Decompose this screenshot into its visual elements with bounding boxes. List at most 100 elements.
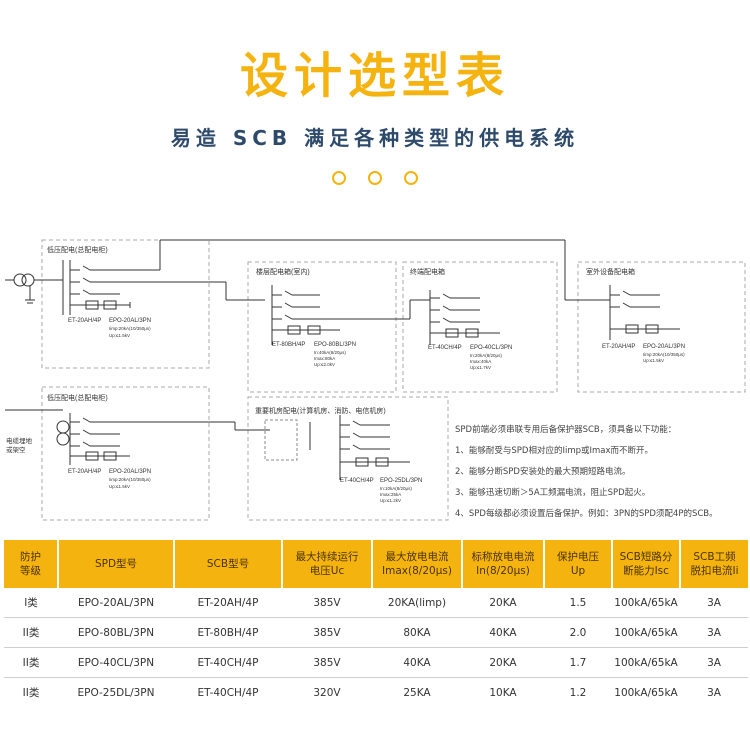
spec-label: In:40kA(8/20μs) <box>314 350 346 355</box>
decorative-dots <box>0 170 750 189</box>
table-cell: 80KA <box>372 617 462 648</box>
table-cell: 100kA/65kA <box>612 617 680 648</box>
note-item: 3、能够迅速切断＞5A工频漏电流，阻止SPD起火。 <box>455 488 651 498</box>
breaker-label: ET-20AH/4P <box>68 469 101 475</box>
header-cell: 防护等级 <box>4 540 58 588</box>
cable-label: 电缆埋地 <box>6 436 33 445</box>
panel-title: 室外设备配电箱 <box>586 267 635 276</box>
table-cell: 20KA <box>462 647 544 678</box>
spd-label: EPO-80BL/3PN <box>314 342 356 348</box>
header-cell: SPD型号 <box>57 540 174 588</box>
spd-label: EPO-20AL/3PN <box>109 318 151 324</box>
cable-label: 或架空 <box>6 445 26 454</box>
table-cell: 25KA <box>403 686 431 699</box>
table-cell: EPO-25DL/3PN <box>77 686 155 699</box>
panel-box-6 <box>247 396 449 521</box>
circle-dot-icon <box>404 171 418 185</box>
spec-label: Imax:40kA <box>470 359 491 364</box>
spd-label: EPO-40CL/3PN <box>470 345 512 351</box>
page-subtitle: 易造 SCB 满足各种类型的供电系统 <box>170 126 580 150</box>
spd-notes: SPD前端必须串联专用后备保护器SCB，须具备以下功能： 1、能够耐受与SPD相… <box>455 420 750 525</box>
table-cell: II类 <box>4 617 58 648</box>
table-cell: 10KA <box>489 686 517 699</box>
table-cell: 100kA/65kA <box>612 588 680 618</box>
table-cell: 100kA/65kA <box>612 647 680 678</box>
spec-label: Iimp:20kA(10/350μs) <box>643 352 685 357</box>
panel-title: 楼层配电箱(室内) <box>256 267 310 276</box>
table-cell: 1.7 <box>544 647 612 678</box>
panel-box-1 <box>41 239 210 369</box>
table-cell: 3A <box>707 686 721 699</box>
spec-label: Iimp:20kA(10/350μs) <box>109 326 151 331</box>
table-cell: II类 <box>22 687 40 699</box>
table-cell: 385V <box>282 588 372 618</box>
table-cell: 2.0 <box>544 617 612 648</box>
table-cell: EPO-40CL/3PN <box>58 647 174 678</box>
panel-box-2 <box>247 261 397 393</box>
table-cell: 20KA <box>462 588 544 618</box>
spec-label: Up:≤1.2kV <box>380 498 401 503</box>
panel-title: 低压配电(总配电柜) <box>47 245 108 254</box>
notes-intro: SPD前端必须串联专用后备保护器SCB，须具备以下功能： <box>455 425 677 435</box>
wiring-diagram: 低压配电(总配电柜) 楼层配电箱(室内) 终端配电箱 室外设备配电箱 低压配电(… <box>5 239 746 521</box>
spec-label: Up:≤1.5kV <box>109 484 130 489</box>
panel-box-5 <box>41 386 210 521</box>
spec-label: Imax:80kA <box>314 356 335 361</box>
table-cell: ET-80BH/4P <box>174 617 282 648</box>
table-cell: EPO-20AL/3PN <box>58 588 174 618</box>
table-cell: 3A <box>680 617 748 648</box>
breaker-label: ET-20AH/4P <box>68 318 101 324</box>
panel-box-4 <box>577 261 746 393</box>
header-cell: SCB型号 <box>173 540 282 588</box>
table-cell: 3A <box>680 588 748 618</box>
table-cell: 1.5 <box>544 588 612 618</box>
spd-label: EPO-20AL/3PN <box>643 344 685 350</box>
spec-label: Imax:25kA <box>380 492 401 497</box>
panel-title: 低压配电(总配电柜) <box>47 393 108 402</box>
breaker-label: ET-40CH/4P <box>340 478 374 484</box>
page-title: 设计选型表 <box>239 48 510 104</box>
header-cell: 最大持续运行电压Uc <box>281 540 372 588</box>
breaker-label: ET-80BH/4P <box>272 342 305 348</box>
spd-label: EPO-20AL/3PN <box>109 469 151 475</box>
table-cell: ET-20AH/4P <box>174 588 282 618</box>
table-cell: 385V <box>282 647 372 678</box>
spec-label: In:10kA(8/20μs) <box>380 486 412 491</box>
table-row: II类 EPO-25DL/3PN ET-40CH/4P 320V 25KA 10KA 1.2… <box>4 678 748 708</box>
table-cell: ET-40CH/4P <box>174 647 282 678</box>
spec-label: Up:≤2.0kV <box>314 362 335 367</box>
breaker-label: ET-20AH/4P <box>602 344 635 350</box>
note-item: 1、能够耐受与SPD相对应的Iimp或Imax而不断开。 <box>455 446 654 456</box>
table-cell: 100kA/65kA <box>614 686 678 699</box>
table-cell: 40KA <box>462 617 544 648</box>
panel-box-3 <box>402 261 558 393</box>
panel-title: 重要机房配电(计算机房、消防、电信机房) <box>255 406 386 415</box>
table-cell: II类 <box>4 647 58 678</box>
table-cell: I类 <box>4 588 58 618</box>
header-cell: SCB工频脱扣电流Ii <box>679 540 748 588</box>
table-cell: 1.2 <box>569 686 587 699</box>
spd-label: EPO-25DL/3PN <box>380 478 422 484</box>
table-cell: 320V <box>313 686 341 699</box>
spec-label: Up:≤1.7kV <box>470 365 491 370</box>
table-cell: 385V <box>282 617 372 648</box>
note-item: 2、能够分断SPD安装处的最大预期短路电流。 <box>455 467 631 477</box>
table-cell: 3A <box>680 647 748 678</box>
table-cell: ET-40CH/4P <box>197 686 259 699</box>
spec-label: In:20kA(8/20μs) <box>470 353 502 358</box>
panel-title: 终端配电箱 <box>410 267 445 276</box>
circle-dot-icon <box>368 171 382 185</box>
spec-label: Up:≤1.5kV <box>643 358 664 363</box>
table-cell: EPO-80BL/3PN <box>58 617 174 648</box>
spec-label: Iimp:20kA(10/350μs) <box>109 477 151 482</box>
circle-dot-icon <box>332 171 346 185</box>
note-item: 4、SPD每级都必须设置后备保护。例如：3PN的SPD须配4P的SCB。 <box>455 509 718 519</box>
